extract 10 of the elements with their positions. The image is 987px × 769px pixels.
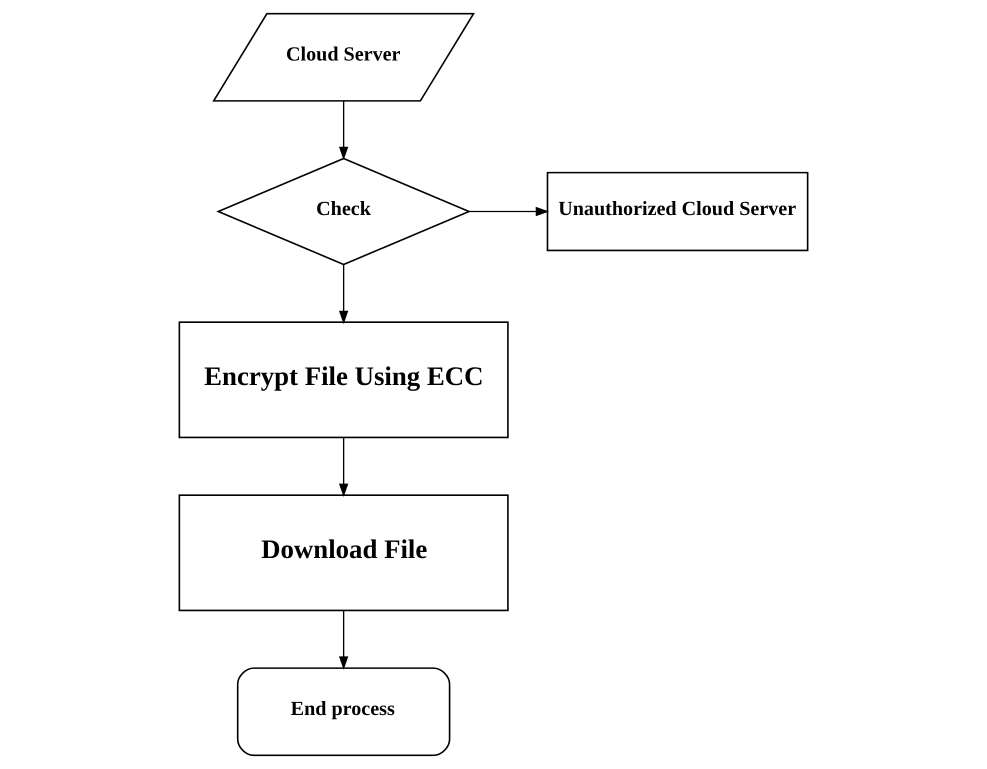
node-box: Encrypt File Using ECC bbox=[178, 321, 509, 438]
arrow bbox=[338, 101, 348, 160]
arrow bbox=[338, 264, 348, 324]
node-box: End process bbox=[236, 667, 450, 756]
node-diamond: Check bbox=[216, 158, 472, 266]
node-box: Download File bbox=[178, 494, 509, 612]
arrow bbox=[338, 438, 348, 498]
arrow bbox=[470, 206, 550, 216]
node-box: Unauthorized Cloud Server bbox=[546, 172, 808, 252]
arrow bbox=[338, 610, 348, 670]
